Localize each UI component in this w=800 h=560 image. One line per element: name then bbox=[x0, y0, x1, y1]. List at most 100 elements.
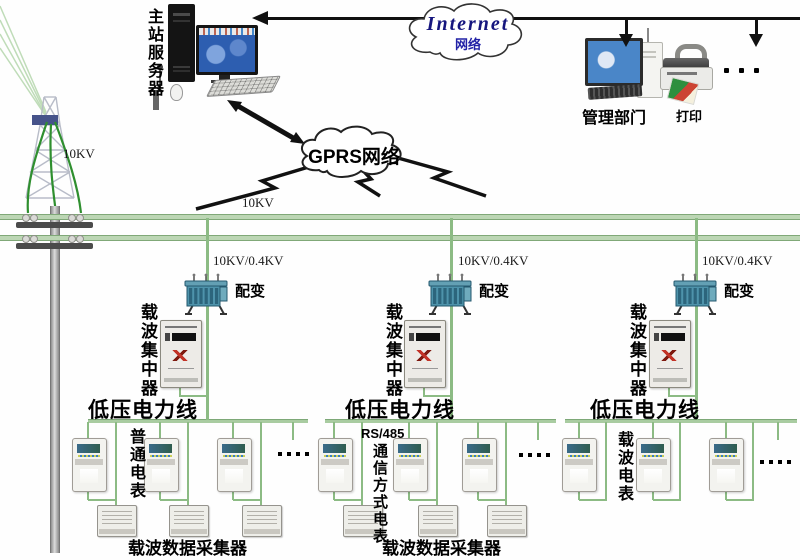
insulator bbox=[22, 214, 39, 222]
hv-bus-line-2 bbox=[0, 235, 800, 241]
meter-return-wire bbox=[679, 422, 681, 501]
collector-drop-wire bbox=[187, 422, 189, 506]
tower-crossarm-block bbox=[32, 115, 58, 125]
transformer-ratio-label: 10KV/0.4KV bbox=[702, 253, 773, 268]
crossarm-lower bbox=[16, 243, 93, 249]
meter-drop-wire bbox=[725, 422, 727, 438]
collector-drop-wire bbox=[436, 422, 438, 506]
meter-type-prefix-label: RS/485 bbox=[361, 426, 405, 441]
concentrator-tap-wire bbox=[179, 395, 208, 397]
meter-drop-wire bbox=[477, 422, 479, 438]
meter-out-wire bbox=[160, 499, 187, 501]
master-station-label: 主站服务器 bbox=[145, 8, 162, 98]
meter-return-wire bbox=[605, 422, 607, 501]
branch-line-more bbox=[755, 19, 758, 35]
feeder-line bbox=[206, 218, 209, 420]
energy-meter bbox=[318, 438, 353, 492]
hv-line-voltage-label: 10KV bbox=[242, 195, 274, 210]
meter-drop-wire bbox=[408, 422, 410, 438]
server-tower bbox=[168, 4, 195, 82]
internet-sublabel: 网络 bbox=[454, 37, 481, 52]
lv-line-label: 低压电力线 bbox=[345, 399, 455, 422]
data-collector bbox=[97, 505, 137, 537]
server-monitor bbox=[196, 25, 258, 75]
insulator bbox=[68, 214, 85, 222]
internet-label: Internet bbox=[426, 13, 510, 35]
ellipsis-icon bbox=[519, 453, 555, 457]
concentrator-label: 载波集中器 bbox=[627, 303, 646, 398]
collector-drop-wire bbox=[115, 422, 117, 506]
desk-microphone-icon bbox=[150, 64, 168, 94]
meter-drop-wire bbox=[232, 422, 234, 438]
printer-handle bbox=[675, 44, 707, 65]
management-pc-keyboard bbox=[587, 84, 643, 100]
energy-meter bbox=[393, 438, 428, 492]
data-collector bbox=[242, 505, 282, 537]
monitor-stand bbox=[219, 74, 230, 80]
distribution-transformer bbox=[671, 272, 719, 316]
meter-out-wire bbox=[653, 499, 680, 501]
printer-label: 打印 bbox=[676, 109, 703, 124]
concentrator-tap-wire bbox=[179, 386, 181, 397]
management-label: 管理部门 bbox=[582, 110, 647, 127]
meter-type-label: 通信方式电表 bbox=[371, 443, 388, 545]
feeder-line bbox=[695, 218, 698, 420]
branch-line-management bbox=[625, 19, 628, 35]
meter-drop-wire bbox=[333, 422, 335, 438]
transformer-ratio-label: 10KV/0.4KV bbox=[458, 253, 529, 268]
utility-pole bbox=[50, 206, 60, 553]
meter-out-wire bbox=[726, 499, 753, 501]
meter-drop-wire bbox=[87, 422, 89, 438]
transformer-ratio-label: 10KV/0.4KV bbox=[213, 253, 284, 268]
collector-label: 载波数据采集器 bbox=[128, 539, 247, 558]
lv-bus-line bbox=[88, 419, 308, 423]
meter-out-wire bbox=[333, 490, 335, 500]
distribution-transformer bbox=[182, 272, 230, 316]
printer-lid bbox=[663, 58, 709, 68]
gprs-label: GPRS网络 bbox=[308, 147, 400, 168]
transmission-tower bbox=[0, 5, 83, 214]
data-collector bbox=[169, 505, 209, 537]
collector-label: 载波数据采集器 bbox=[382, 539, 501, 558]
management-pc-monitor bbox=[585, 38, 643, 86]
concentrator-tap-wire bbox=[668, 386, 670, 397]
uplink-double-arrow bbox=[227, 100, 305, 144]
transformer-label: 配变 bbox=[479, 283, 510, 300]
meter-out-wire bbox=[409, 499, 436, 501]
energy-meter bbox=[636, 438, 671, 492]
meter-out-wire bbox=[652, 490, 654, 500]
data-collector bbox=[487, 505, 527, 537]
transformer-label: 配变 bbox=[235, 283, 266, 300]
energy-meter bbox=[217, 438, 252, 492]
energy-meter bbox=[72, 438, 107, 492]
meter-out-wire bbox=[725, 490, 727, 500]
ellipsis-icon bbox=[724, 68, 769, 73]
lv-bus-line bbox=[565, 419, 797, 423]
energy-meter bbox=[462, 438, 497, 492]
meter-drop-wire bbox=[578, 422, 580, 438]
lv-line-label: 低压电力线 bbox=[590, 399, 700, 422]
meter-out-wire bbox=[88, 499, 115, 501]
meter-out-wire bbox=[334, 499, 361, 501]
meter-out-wire bbox=[87, 490, 89, 500]
arrow-left-icon bbox=[252, 11, 268, 25]
lv-bus-line bbox=[325, 419, 556, 423]
ellipsis-icon bbox=[760, 460, 796, 464]
collector-drop-wire bbox=[505, 422, 507, 506]
feeder-line bbox=[450, 218, 453, 420]
meter-out-wire bbox=[408, 490, 410, 500]
insulator bbox=[68, 235, 85, 243]
concentrator-tap-wire bbox=[668, 395, 697, 397]
distribution-transformer bbox=[426, 272, 474, 316]
carrier-concentrator bbox=[404, 320, 446, 388]
meter-type-label: 普通电表 bbox=[127, 428, 144, 500]
arrow-down-icon bbox=[619, 34, 633, 47]
concentrator-label: 载波集中器 bbox=[138, 303, 157, 398]
carrier-concentrator bbox=[649, 320, 691, 388]
server-mouse bbox=[170, 84, 183, 101]
printer bbox=[660, 44, 714, 106]
lv-line-label: 低压电力线 bbox=[88, 399, 198, 422]
data-collector bbox=[343, 505, 383, 537]
meter-out-wire bbox=[232, 490, 234, 500]
